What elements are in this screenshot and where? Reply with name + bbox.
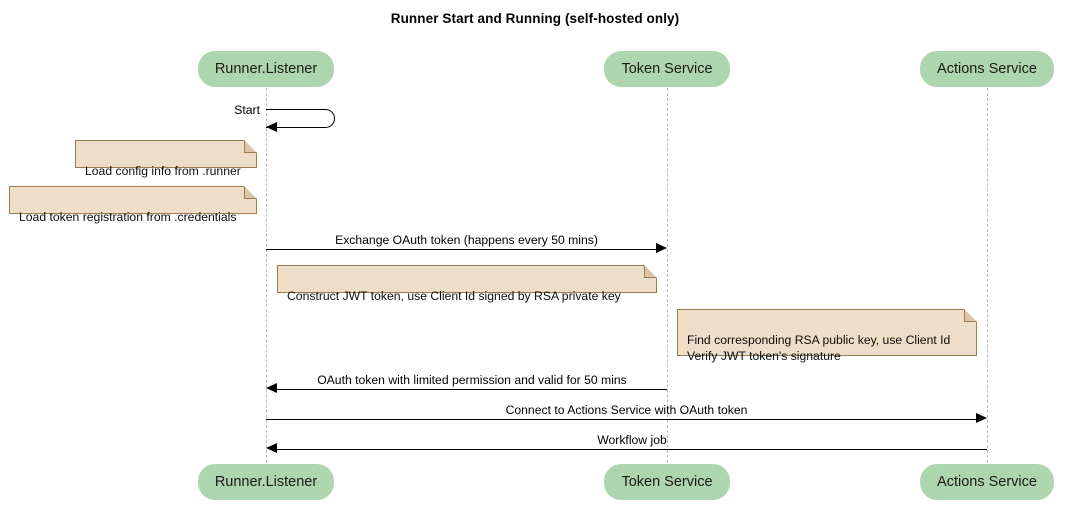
self-message-arrowhead-start: [266, 122, 277, 132]
note-text: Find corresponding RSA public key, use C…: [687, 333, 951, 363]
message-line-exchange: [266, 249, 656, 250]
participant-label: Runner.Listener: [214, 474, 318, 490]
participant-runner-bottom[interactable]: Runner.Listener: [198, 464, 334, 500]
note-verify-signature: Find corresponding RSA public key, use C…: [677, 309, 977, 363]
page-title: Runner Start and Running (self-hosted on…: [390, 11, 680, 26]
note-load-config: Load config info from .runner: [75, 140, 257, 178]
participant-label: Actions Service: [937, 61, 1037, 77]
note-text: Load config info from .runner: [85, 164, 241, 178]
lifeline-token: [667, 88, 668, 463]
self-message-label-start: Start: [234, 103, 260, 117]
participant-token-bottom[interactable]: Token Service: [604, 464, 730, 500]
message-label-oauth-return: OAuth token with limited permission and …: [317, 373, 627, 387]
lifeline-actions: [987, 88, 988, 463]
message-line-workflow: [277, 449, 987, 450]
participant-actions-bottom[interactable]: Actions Service: [920, 464, 1054, 500]
lifeline-runner: [266, 88, 267, 463]
note-text: Load token registration from .credential…: [19, 210, 237, 224]
message-label-connect: Connect to Actions Service with OAuth to…: [505, 403, 748, 417]
message-arrowhead-exchange: [656, 243, 667, 253]
message-arrowhead-workflow: [266, 443, 277, 453]
participant-token-top[interactable]: Token Service: [604, 51, 730, 87]
note-construct-jwt: Construct JWT token, use Client Id signe…: [277, 265, 657, 303]
self-message-loop-start: [266, 109, 335, 128]
participant-actions-top[interactable]: Actions Service: [920, 51, 1054, 87]
note-text: Construct JWT token, use Client Id signe…: [287, 289, 621, 303]
message-arrowhead-oauth-return: [266, 383, 277, 393]
message-label-exchange: Exchange OAuth token (happens every 50 m…: [335, 233, 598, 247]
note-load-credentials: Load token registration from .credential…: [9, 186, 257, 224]
message-line-connect: [266, 419, 976, 420]
message-arrowhead-connect: [976, 413, 987, 423]
message-line-oauth-return: [277, 389, 667, 390]
participant-label: Runner.Listener: [214, 61, 318, 77]
participant-label: Actions Service: [937, 474, 1037, 490]
participant-label: Token Service: [621, 474, 713, 490]
participant-label: Token Service: [621, 61, 713, 77]
message-label-workflow: Workflow job: [597, 433, 667, 447]
participant-runner-top[interactable]: Runner.Listener: [198, 51, 334, 87]
